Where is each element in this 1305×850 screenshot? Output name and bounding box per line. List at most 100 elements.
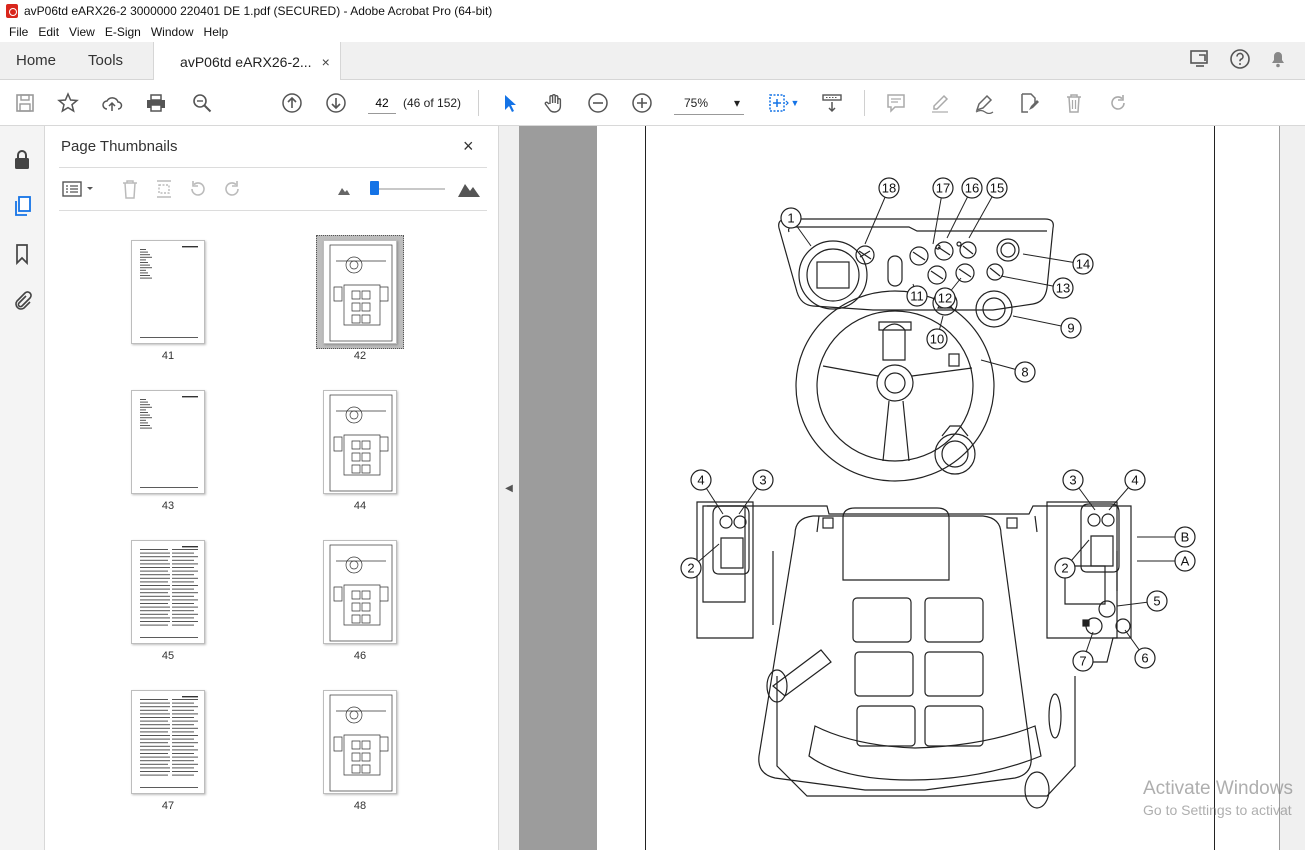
draw-pen-icon[interactable] [972,91,996,115]
callout-circle [932,177,954,199]
rotate-right-icon[interactable] [221,178,243,203]
page-thumbnail[interactable] [131,540,205,644]
menu-window[interactable]: Window [150,25,194,39]
help-icon[interactable] [1229,48,1251,73]
fit-page-icon[interactable] [766,91,790,115]
callout-number: B [1181,530,1190,545]
tab-document[interactable]: avP06td eARX26-2... × [153,42,341,81]
thumbnail-page-number: 42 [353,350,367,362]
page-thumbnail[interactable] [131,240,205,344]
comment-icon[interactable] [884,91,908,115]
callout-number: 4 [1131,473,1138,488]
zoom-in-icon[interactable] [630,91,654,115]
page-thumbnails-icon[interactable] [10,194,34,218]
callout-number: 14 [1076,257,1090,272]
page-count-text: (46 of 152) [403,96,462,110]
callout-number: 1 [787,211,794,226]
smaller-thumbnails-icon[interactable] [337,184,351,199]
menu-view[interactable]: View [69,25,95,39]
redo-icon[interactable] [1106,91,1130,115]
edit-document-icon[interactable] [1016,91,1040,115]
callout-circle [1054,557,1076,579]
bookmarks-icon[interactable] [10,242,34,266]
callout-number: 3 [759,473,766,488]
previous-page-icon[interactable] [280,91,304,115]
thumbnail-size-slider[interactable] [373,188,445,190]
callout-number: 15 [990,181,1004,196]
collapse-arrow-icon[interactable]: ◀ [505,482,513,494]
page-number-input[interactable] [368,92,396,114]
page-thumbnail[interactable] [323,240,397,344]
callout-number: 8 [1021,365,1028,380]
scroll-mode-icon[interactable] [820,91,844,115]
share-screen-icon[interactable] [1189,49,1211,72]
menu-esign[interactable]: E-Sign [104,25,141,39]
select-cursor-icon[interactable] [498,91,522,115]
tab-tools[interactable]: Tools [88,52,124,69]
callout-number: 3 [1069,473,1076,488]
main-toolbar: (46 of 152) 75% ▾ ▼ [0,80,1305,126]
notification-bell-icon[interactable] [1269,49,1287,72]
menu-help[interactable]: Help [203,25,229,39]
highlight-pen-icon[interactable] [928,91,952,115]
page-thumbnail[interactable] [131,690,205,794]
hand-tool-icon[interactable] [542,91,566,115]
save-icon[interactable] [13,91,37,115]
thumbnail-page-number: 46 [353,650,367,662]
page-thumbnail[interactable] [323,690,397,794]
callout-circle [961,177,983,199]
zoom-level-value: 75% [684,95,709,110]
zoom-level-select[interactable]: 75% ▾ [674,91,744,115]
rotate-left-icon[interactable] [187,178,209,203]
watermark-line1: Activate Windows [1143,778,1293,799]
larger-thumbnails-icon[interactable] [457,178,481,201]
zoom-search-icon[interactable] [190,91,214,115]
callout-number: 11 [910,289,924,304]
menu-file[interactable]: File [9,25,29,39]
page-thumbnail[interactable] [131,390,205,494]
delete-trash-icon[interactable] [1062,91,1086,115]
callout-circle [1134,647,1156,669]
callout-circle [1062,469,1084,491]
zoom-out-icon[interactable] [586,91,610,115]
panel-collapse-handle[interactable]: ◀ [499,126,519,850]
fit-page-chevron-icon[interactable]: ▼ [790,98,800,108]
panel-divider [59,210,487,211]
print-icon[interactable] [144,91,168,115]
callout-circle [1052,277,1074,299]
menu-edit[interactable]: Edit [38,25,60,39]
delete-pages-icon[interactable] [119,178,141,203]
thumbnail-page-number: 44 [353,500,367,512]
callout-number: 2 [687,561,694,576]
tab-bar: Home Tools avP06td eARX26-2... × [0,42,1305,81]
bookmark-star-icon[interactable] [56,91,80,115]
next-page-icon[interactable] [324,91,348,115]
callout-number: 5 [1153,594,1160,609]
panel-title: Page Thumbnails [61,138,178,155]
callout-circle [1060,317,1082,339]
page-thumbnail[interactable] [323,540,397,644]
slider-handle[interactable] [370,181,379,195]
thumbnail-page-number: 48 [353,800,367,812]
callout-circle [752,469,774,491]
thumbnail-page-number: 41 [161,350,175,362]
callout-circle [1174,526,1196,548]
callout-circle [1072,650,1094,672]
callout-number: 12 [938,291,952,306]
upload-cloud-icon[interactable] [100,91,124,115]
panel-close-icon[interactable]: × [463,136,474,156]
thumbnail-page-number: 45 [161,650,175,662]
extract-pages-icon[interactable] [153,178,175,203]
panel-divider [59,167,487,168]
options-menu-icon[interactable] [61,178,99,203]
attachments-icon[interactable] [10,288,34,312]
page-thumbnail[interactable] [323,390,397,494]
document-scrollbar[interactable] [1280,126,1305,850]
lock-icon[interactable] [10,148,34,172]
panel-toolbar [59,176,487,204]
tab-close-icon[interactable]: × [321,53,330,70]
tab-home[interactable]: Home [16,52,57,69]
